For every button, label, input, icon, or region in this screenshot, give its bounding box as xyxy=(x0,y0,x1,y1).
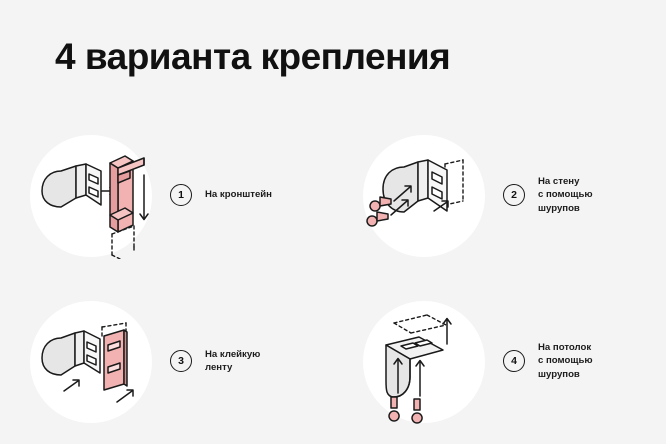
page-title: 4 варианта крепления xyxy=(55,36,451,77)
option-meta-2: 2 На стену с помощью шурупов xyxy=(503,175,593,215)
option-number-badge-2: 2 xyxy=(503,183,525,206)
illustration-wrapper-1 xyxy=(28,131,156,259)
options-row-top: 1 На кронштейн xyxy=(0,112,666,278)
mounting-options-grid: 1 На кронштейн xyxy=(0,112,666,444)
option-number-badge-4: 4 xyxy=(503,349,525,372)
option-label-4: На потолок с помощью шурупов xyxy=(538,342,593,380)
illustration-wrapper-3 xyxy=(28,297,156,425)
illustration-disc-4 xyxy=(363,301,485,423)
mount-option-1[interactable]: 1 На кронштейн xyxy=(0,112,333,278)
option-number-badge-3: 3 xyxy=(170,350,192,372)
bracket-mount-illustration xyxy=(41,155,149,259)
mount-option-2[interactable]: 2 На стену с помощью шурупов xyxy=(333,112,666,278)
option-label-1: На кронштейн xyxy=(205,189,272,201)
illustration-wrapper-2 xyxy=(361,131,489,259)
adhesive-tape-mount-illustration xyxy=(41,322,134,403)
options-row-bottom: 3 На клейкую ленту xyxy=(0,278,666,444)
option-number-badge-1: 1 xyxy=(170,184,192,206)
option-label-3: На клейкую ленту xyxy=(205,348,261,373)
option-meta-4: 4 На потолок с помощью шурупов xyxy=(503,341,593,381)
wall-screw-mount-illustration xyxy=(366,159,464,227)
mount-option-4[interactable]: 4 На потолок с помощью шурупов xyxy=(333,278,666,444)
ceiling-screw-mount-illustration xyxy=(385,314,452,424)
option-label-2: На стену с помощью шурупов xyxy=(538,176,593,214)
illustration-wrapper-4 xyxy=(361,297,489,425)
mount-option-3[interactable]: 3 На клейкую ленту xyxy=(0,278,333,444)
option-meta-3: 3 На клейкую ленту xyxy=(170,348,260,374)
option-meta-1: 1 На кронштейн xyxy=(170,184,272,206)
